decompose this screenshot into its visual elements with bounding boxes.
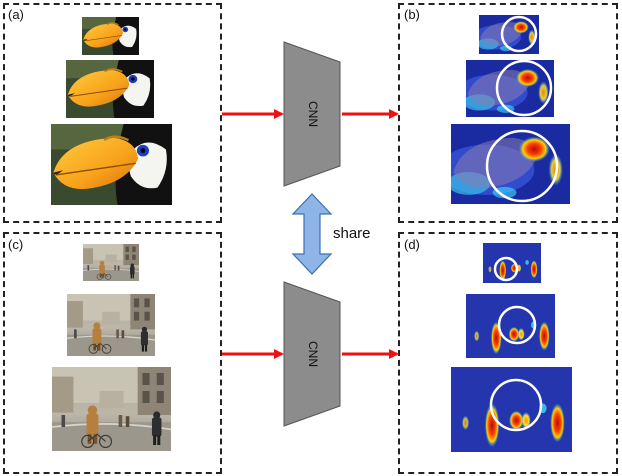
attention-circle [500,15,538,53]
panel-b [398,3,618,223]
cnn-block-bottom [283,281,341,427]
cnn-block-top [283,41,341,187]
panel-a [3,3,222,223]
attention-circle [485,129,559,203]
panel-b-label: (b) [404,7,420,22]
toucan-image-medium [66,60,154,118]
street-image-small [83,244,139,281]
toucan-image-large [51,124,172,205]
attention-circle [493,256,519,282]
panel-d [398,232,618,474]
panel-d-label: (d) [404,237,420,252]
street-image-large [52,367,171,451]
cnn-label-top: CNN [306,101,320,127]
share-arrow-icon [291,193,333,275]
street-image-medium [67,294,155,356]
panel-c-label: (c) [8,237,24,252]
attention-circle [497,305,537,345]
attention-circle [495,59,553,117]
panel-a-label: (a) [8,7,24,22]
panel-c [3,232,222,474]
cnn-label-bottom: CNN [306,341,320,367]
share-label: share [333,225,371,242]
attention-circle [489,378,543,432]
toucan-image-small [82,17,139,55]
street-heatmap-medium [466,294,555,358]
